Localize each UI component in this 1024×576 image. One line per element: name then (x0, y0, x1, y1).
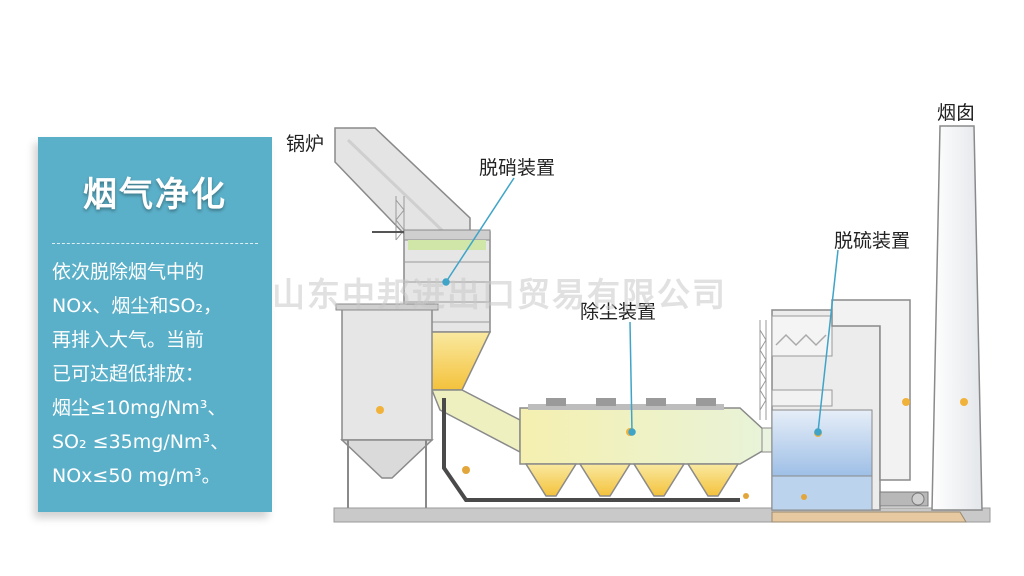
panel-line: 已可达超低排放： (52, 363, 205, 385)
panel-line: 再排入大气。当前 (52, 329, 205, 351)
boiler-label: 锅炉 (286, 133, 325, 155)
tower-base (771, 511, 967, 523)
label-pointers (442, 177, 839, 436)
ash-silo (341, 307, 433, 441)
boiler-duct (334, 127, 471, 241)
panel-line: 依次脱除烟气中的 (52, 261, 205, 283)
panel-line: 烟尘≤10mg/Nm³、 (52, 397, 227, 419)
panel-body: 依次脱除烟气中的 NOx、烟尘和SO₂， 再排入大气。当前 已可达超低排放： 烟… (52, 255, 266, 493)
chimney (931, 125, 983, 511)
denitrification-label: 脱硝装置 (479, 157, 556, 179)
panel-title: 烟气净化 (83, 175, 227, 215)
chimney-label: 烟囱 (937, 102, 976, 124)
desulfurization-label: 脱硫装置 (834, 230, 911, 252)
dust-removal-label: 除尘装置 (580, 301, 657, 323)
panel-divider (52, 243, 258, 244)
ash-conveyor (442, 398, 740, 502)
panel-line: SO₂ ≤35mg/Nm³、 (52, 431, 230, 453)
panel-line: NOx、烟尘和SO₂， (52, 295, 223, 317)
info-panel: 烟气净化 依次脱除烟气中的 NOx、烟尘和SO₂， 再排入大气。当前 已可达超低… (38, 137, 272, 512)
dust-removal-unit (519, 407, 765, 465)
dust-hoppers (524, 463, 740, 497)
outlet-duct (831, 299, 911, 481)
watermark: 山东中邦进出口贸易有限公司 (272, 275, 727, 314)
panel-line: NOx≤50 mg/m³。 (52, 465, 221, 487)
